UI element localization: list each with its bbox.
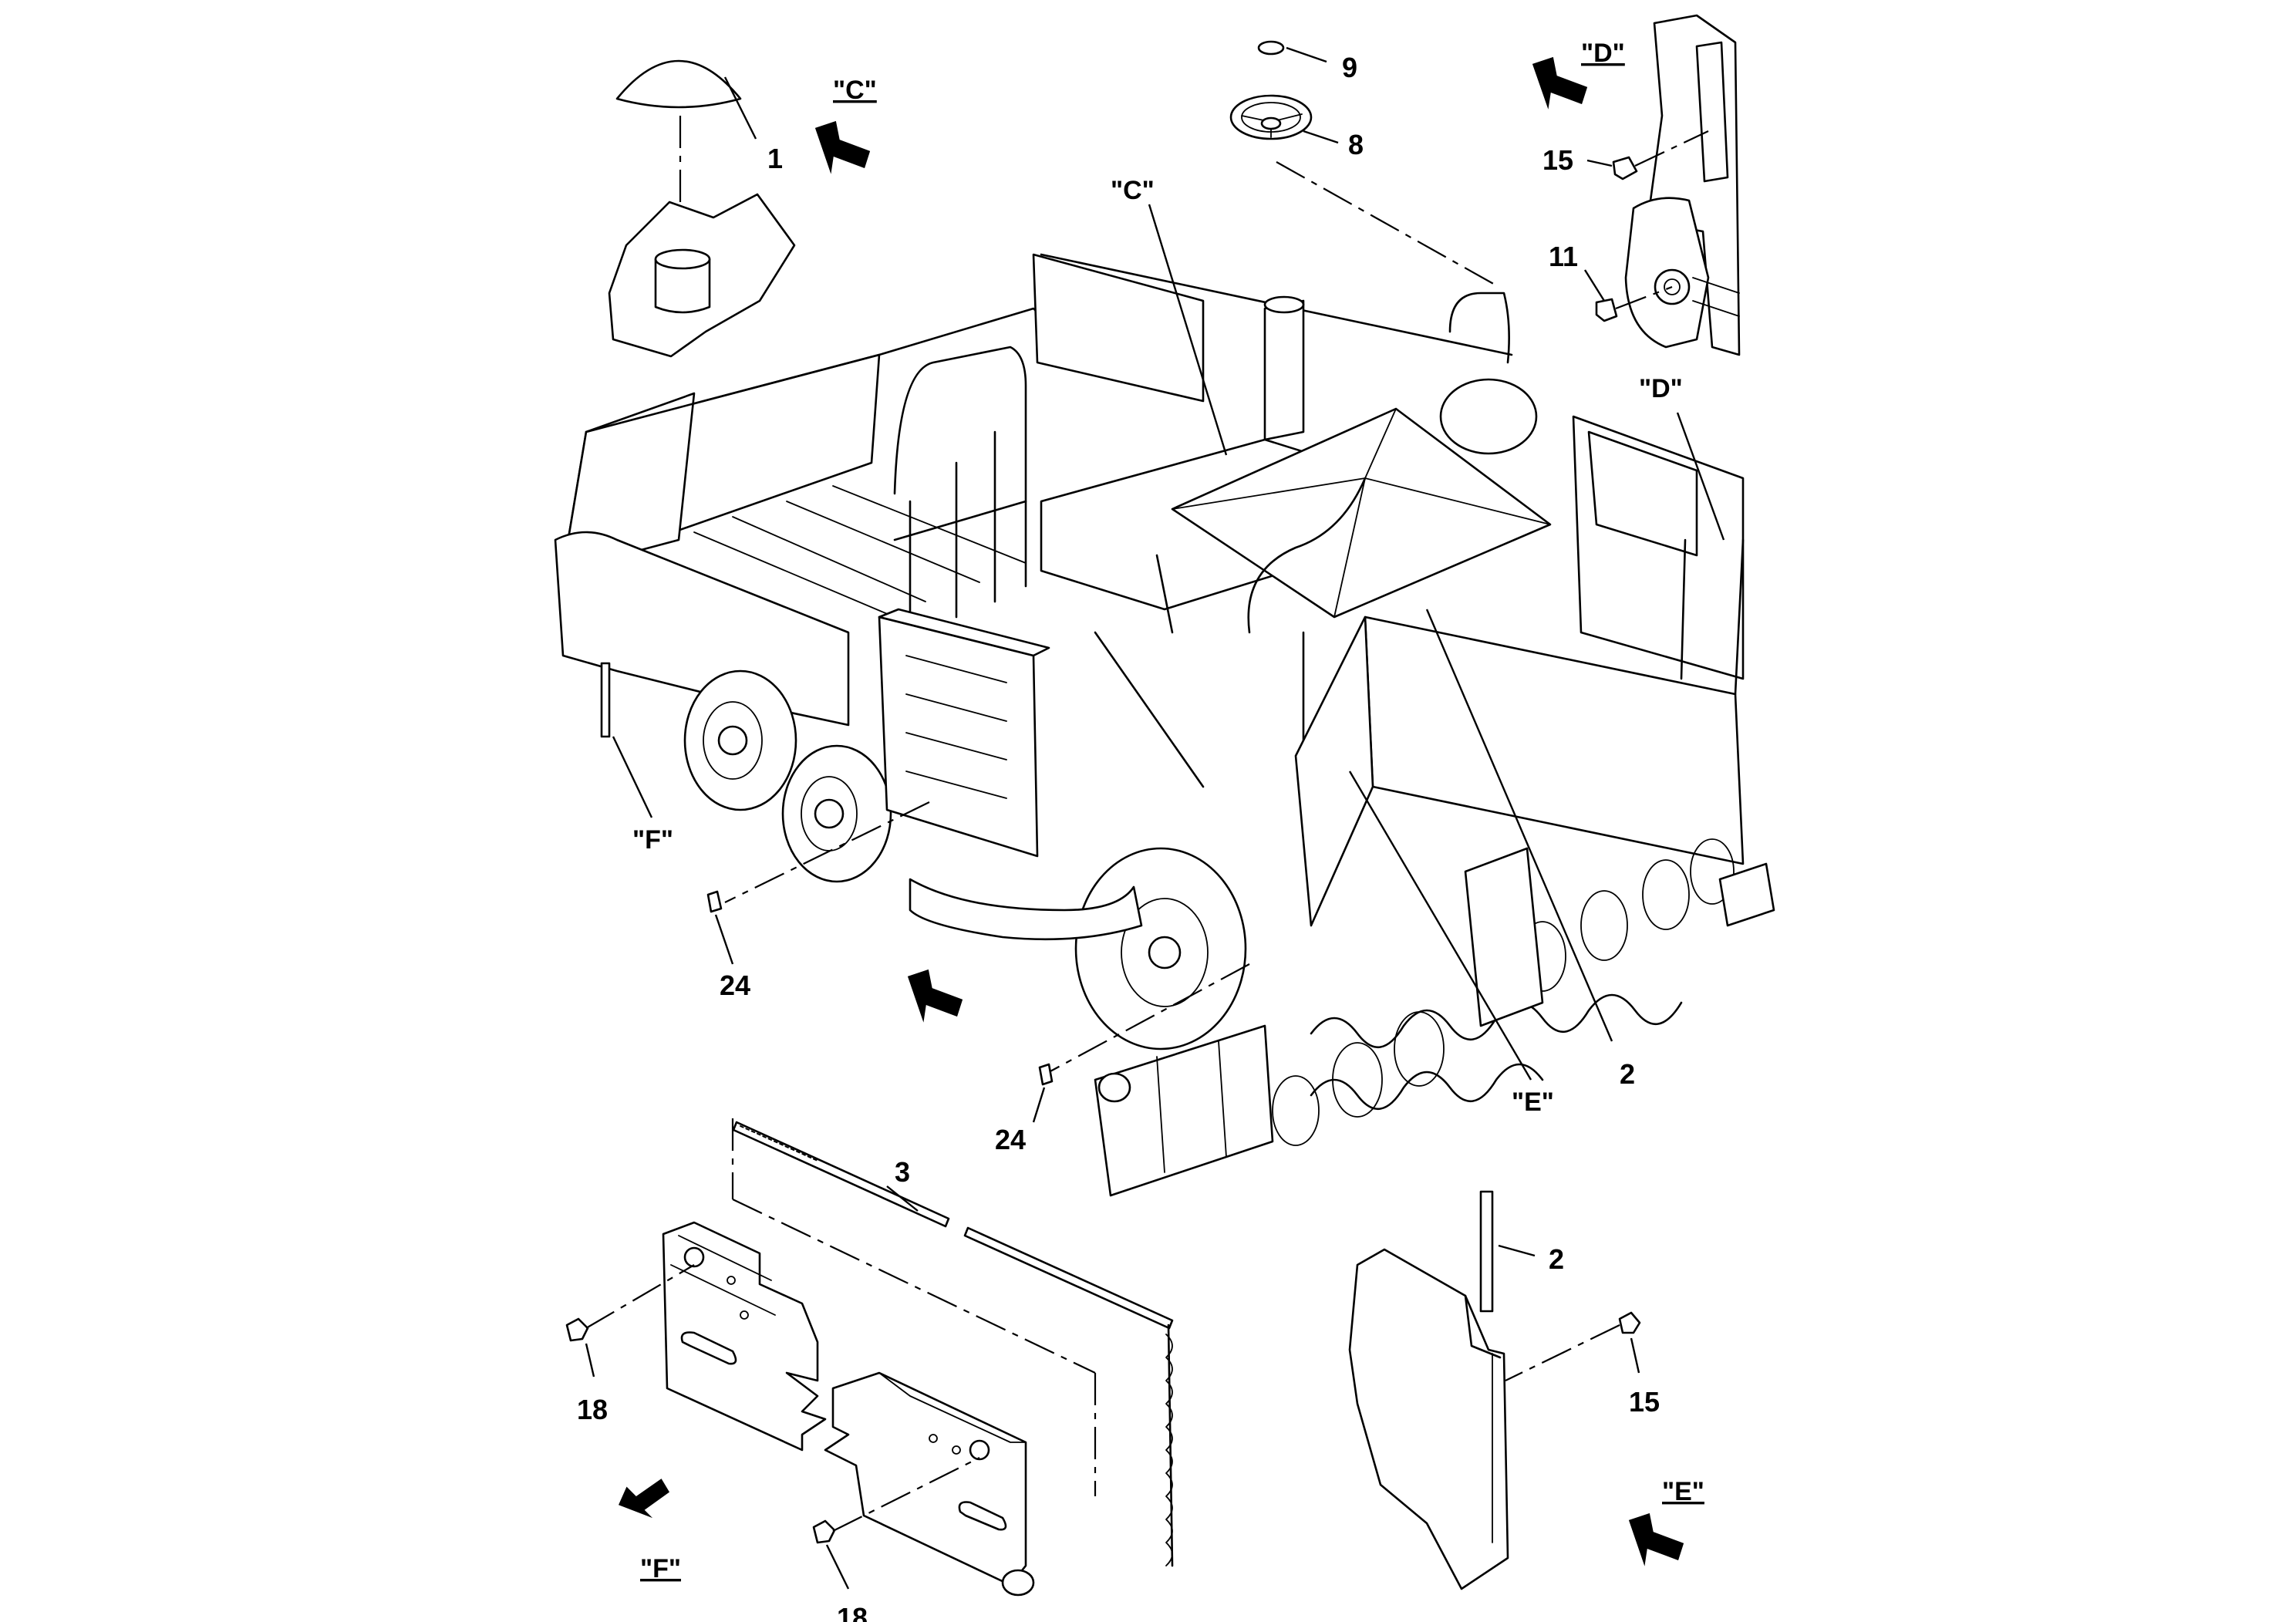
callout-2-main: 2 [1620,1058,1635,1090]
callout-18-left: 18 [577,1394,608,1425]
steering-wheel-detail [1229,40,1497,286]
callout-8: 8 [1348,129,1364,160]
callout-labels: 1 9 8 15 11 24 24 2 3 2 15 18 18 [577,52,1660,1622]
view-direction-arrow-icon [615,1475,673,1523]
top-detail-leaders [723,46,1613,302]
callout-24-front: 24 [995,1124,1026,1155]
view-labels: "C" "D" "C" "D" "F" "E" "E" "F" [632,39,1704,1583]
view-f-header: "F" [640,1554,681,1583]
detail-d-console [1595,14,1741,356]
callout-2-detail: 2 [1549,1243,1564,1275]
callout-15-detail: 15 [1629,1386,1660,1418]
view-arrows [615,54,1687,1572]
view-c-marker: "C" [1111,176,1155,205]
callout-24-left: 24 [720,969,750,1001]
view-e-marker: "E" [1512,1088,1554,1117]
callout-1: 1 [767,143,783,174]
view-c-header: "C" [833,76,877,105]
view-direction-arrow-icon [1529,54,1590,115]
decal-24 [706,890,1054,1123]
detail-c-cap [608,59,796,358]
callout-9: 9 [1342,52,1357,83]
view-f-marker: "F" [632,825,673,855]
main-view-leaders [600,204,1725,1081]
detail-e-side-screen [1348,1190,1641,1590]
detail-f-guard-assembly [565,1118,1174,1597]
paver-machine-body [554,253,1775,1197]
view-d-header: "D" [1581,39,1625,68]
callout-3: 3 [895,1156,910,1188]
view-direction-arrow-icon [1626,1510,1687,1572]
view-direction-arrow-icon [812,118,873,180]
view-e-header: "E" [1662,1477,1704,1506]
callout-11: 11 [1549,241,1578,272]
view-d-marker: "D" [1639,374,1683,403]
callout-15-top: 15 [1542,144,1573,176]
view-direction-arrow-icon [905,966,966,1028]
callout-18-right: 18 [837,1602,868,1622]
